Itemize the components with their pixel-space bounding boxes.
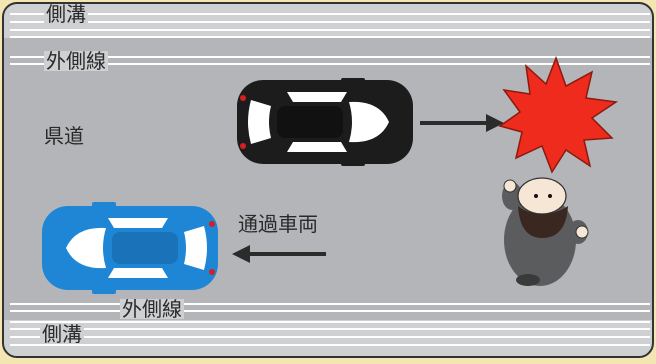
black-car-icon [237, 78, 413, 166]
edge-line-top-label: 外側線 [44, 49, 108, 73]
edge-line-top [10, 56, 650, 65]
impact-burst-icon [498, 55, 619, 174]
road-name-label: 県道 [44, 124, 84, 148]
edge-line-bottom [10, 303, 650, 312]
blue-car-icon [42, 202, 218, 294]
passing-vehicle-label: 通過車両 [238, 212, 318, 236]
arrow-left-icon [232, 245, 326, 263]
gutter-top-lines [10, 13, 650, 38]
gutter-top-label: 側溝 [44, 2, 88, 26]
gutter-bottom-label: 側溝 [40, 322, 84, 346]
gutter-bottom-lines [10, 321, 650, 346]
pedestrian-icon [502, 177, 589, 286]
edge-line-bottom-label: 外側線 [120, 297, 184, 321]
arrow-right-icon [420, 114, 504, 132]
